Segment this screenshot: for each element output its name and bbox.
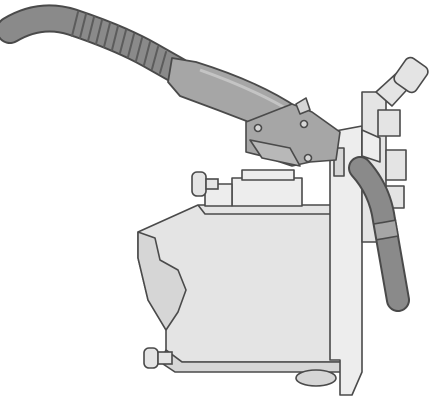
rear-fitting	[385, 149, 407, 181]
housing-top-ridge	[197, 204, 345, 215]
rear-valve-cap[interactable]	[392, 55, 431, 94]
side-hose-sleeve	[372, 219, 400, 241]
trigger-clamp[interactable]	[245, 97, 341, 167]
mount-block	[231, 177, 303, 207]
feeder-housing	[137, 169, 353, 373]
clamp-screw-3	[303, 153, 313, 163]
housing-front-face	[137, 231, 187, 331]
mount-block-top	[241, 169, 295, 181]
clamp-screw-2	[299, 119, 309, 129]
side-hose	[348, 156, 410, 312]
clamp-screw-1	[253, 123, 263, 133]
rear-clip	[361, 129, 381, 163]
adjustment-knob-top[interactable]	[191, 171, 219, 197]
clamp-tab	[295, 97, 311, 115]
adjustment-knob-bottom[interactable]	[143, 347, 173, 369]
base-wheel	[295, 369, 337, 387]
side-plate	[329, 125, 363, 396]
cable-hose	[0, 4, 194, 86]
side-plate-slot	[333, 147, 345, 177]
trigger-lower	[249, 139, 301, 167]
hose-ribs	[71, 11, 167, 74]
